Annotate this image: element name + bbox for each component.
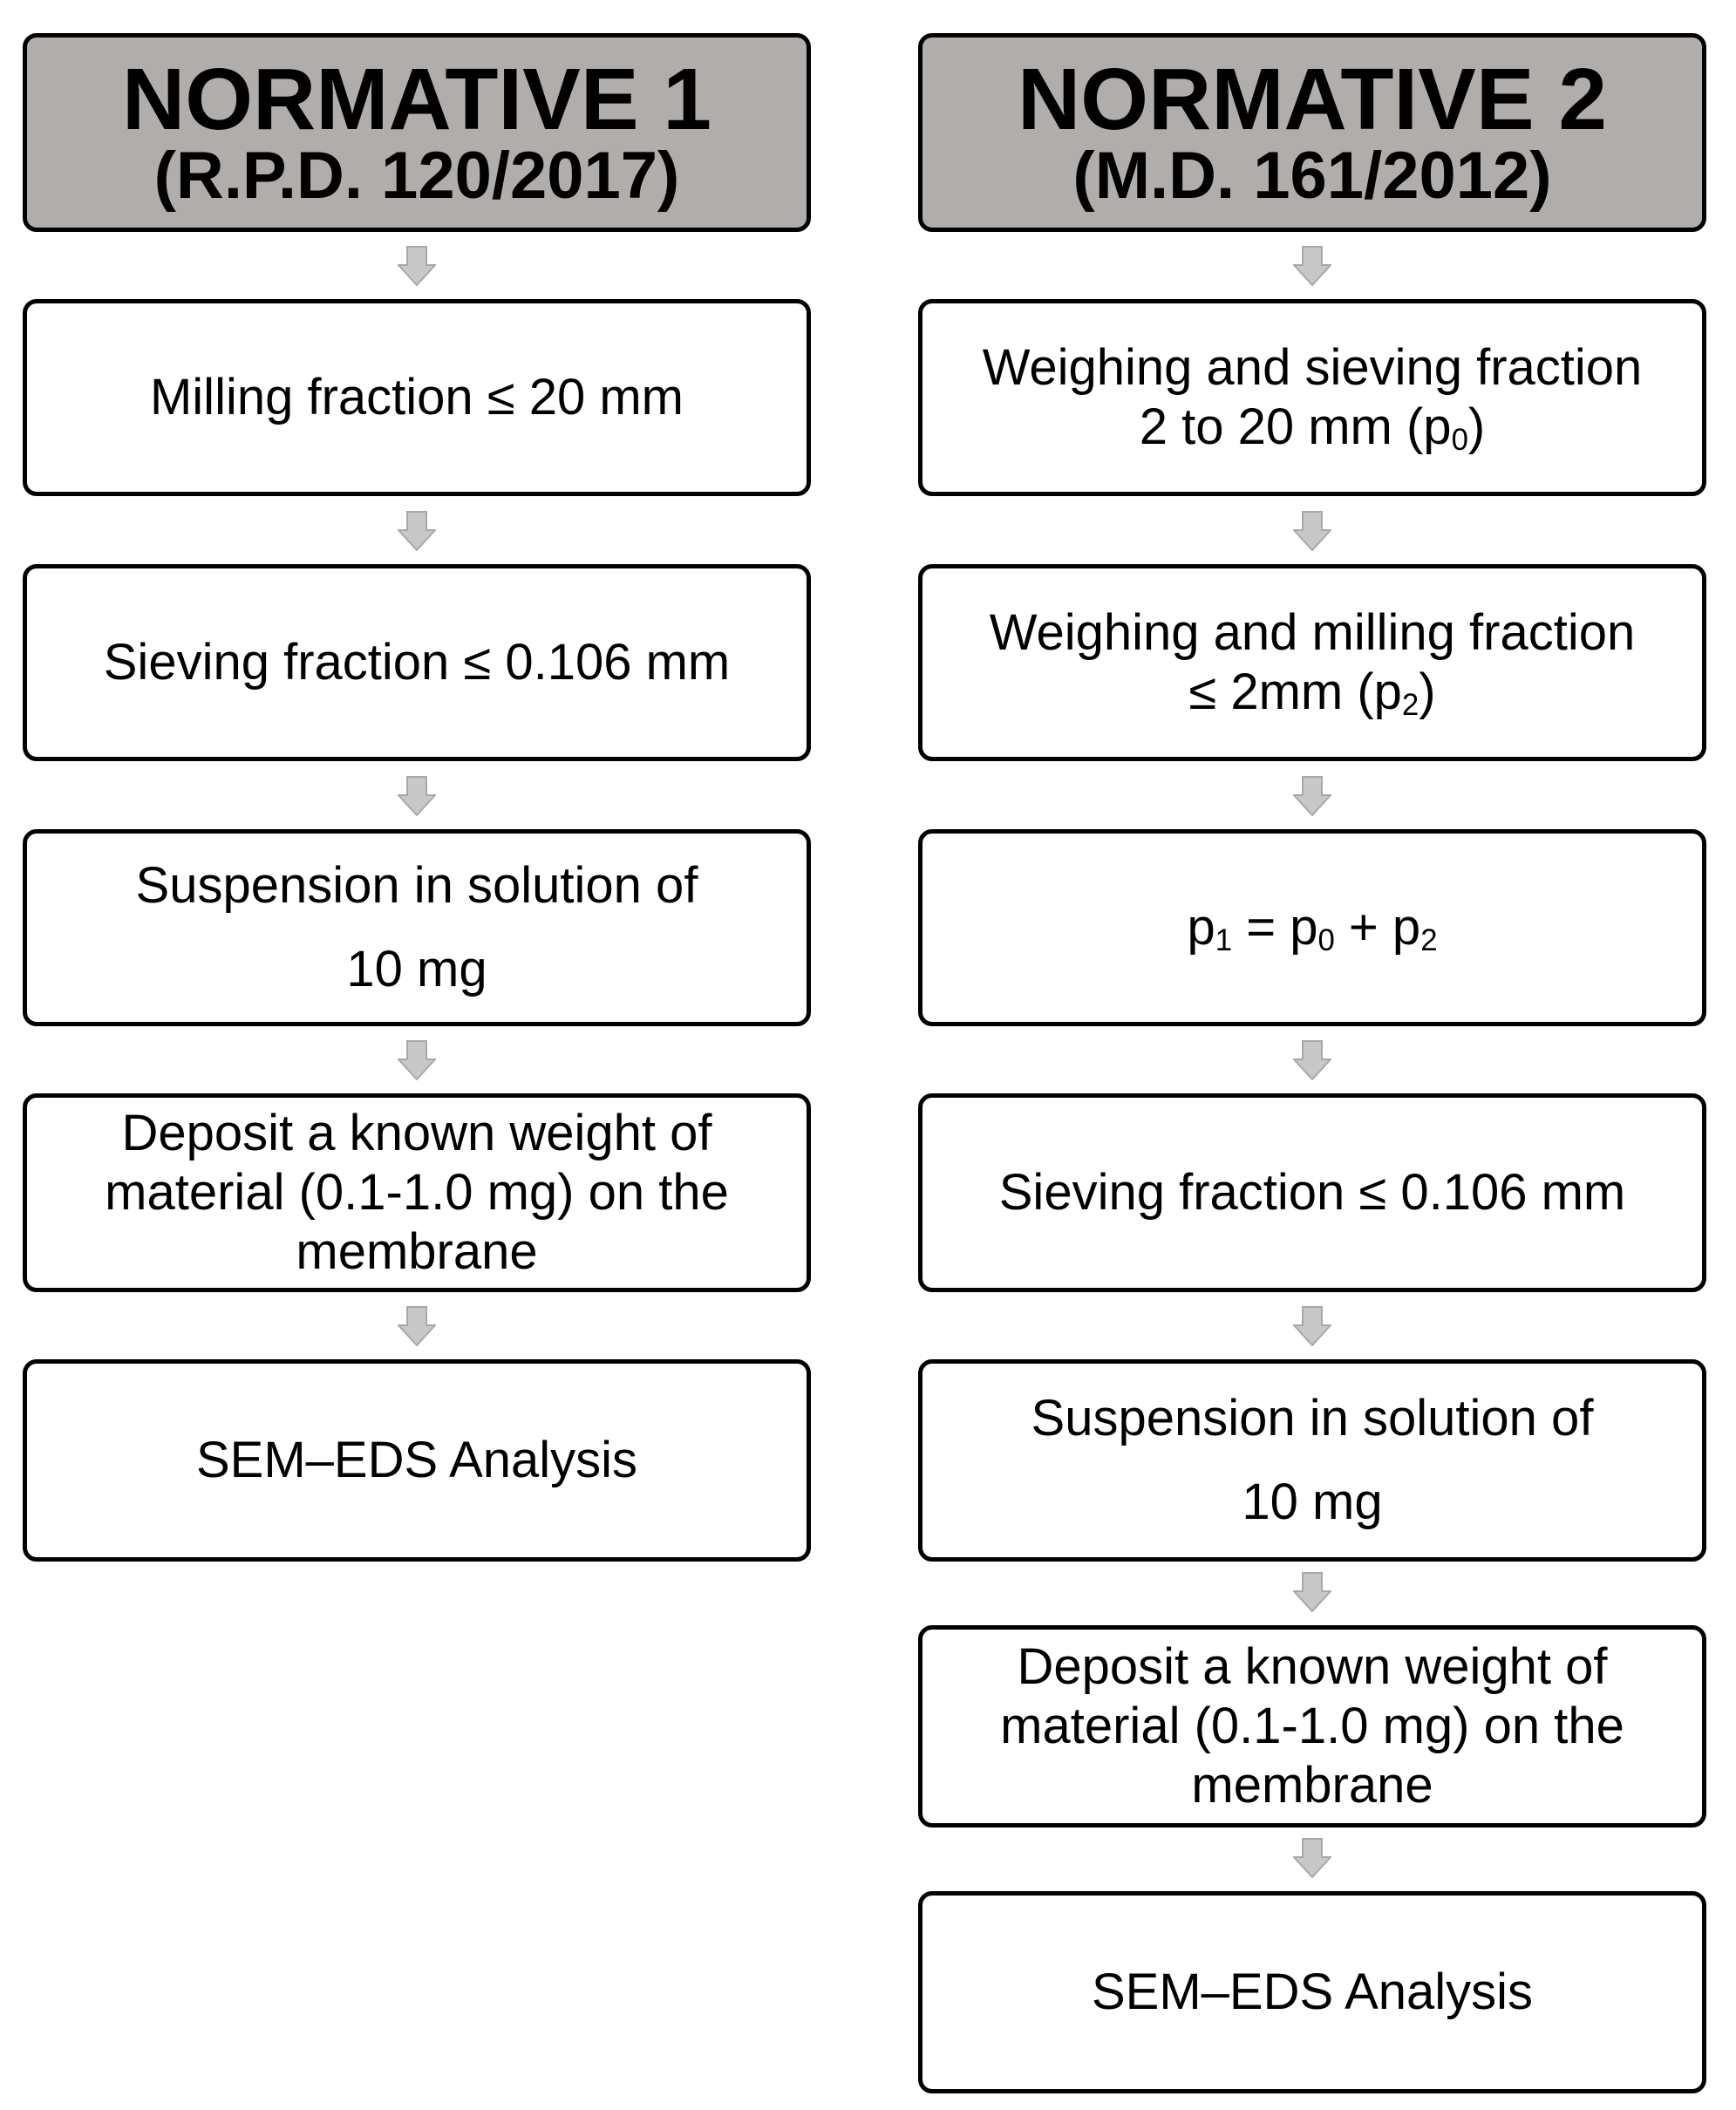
down-arrow-icon xyxy=(398,246,436,286)
n2-step-weigh-mill: Weighing and milling fraction ≤ 2mm (p2) xyxy=(918,564,1706,761)
n1-step-suspension: Suspension in solution of 10 mg xyxy=(23,829,811,1026)
n2-step-sieving: Sieving fraction ≤ 0.106 mm xyxy=(918,1093,1706,1292)
normative-2-subtitle: (M.D. 161/2012) xyxy=(1072,139,1552,213)
n2-step-weigh-mill-line2: ≤ 2mm (p2) xyxy=(1188,664,1436,722)
n2-step-suspension-line1: Suspension in solution of xyxy=(1031,1390,1594,1447)
down-arrow-icon xyxy=(1293,1306,1331,1346)
n2-step-weigh-sieve-line2: 2 to 20 mm (p0) xyxy=(1139,398,1486,457)
n2-step-weigh-mill-line1: Weighing and milling fraction xyxy=(989,604,1636,662)
n2-step-weigh-sieve-line1: Weighing and sieving fraction xyxy=(982,339,1643,397)
normative-1-title: NORMATIVE 1 xyxy=(122,51,711,148)
n2-step-deposit: Deposit a known weight of material (0.1-… xyxy=(918,1625,1706,1828)
n2-step-deposit-line1: Deposit a known weight of xyxy=(1017,1638,1608,1696)
n1-step-suspension-line1: Suspension in solution of xyxy=(135,857,698,915)
down-arrow-icon xyxy=(398,776,436,816)
n2-step-formula: p1 = p0 + p2 xyxy=(918,829,1706,1026)
n2-step-formula-text: p1 = p0 + p2 xyxy=(1187,898,1438,957)
n2-step-weigh-sieve: Weighing and sieving fraction 2 to 20 mm… xyxy=(918,299,1706,496)
down-arrow-icon xyxy=(398,1306,436,1346)
n1-step-sieving-text: Sieving fraction ≤ 0.106 mm xyxy=(103,633,731,691)
n2-step-sieving-text: Sieving fraction ≤ 0.106 mm xyxy=(998,1163,1626,1221)
down-arrow-icon xyxy=(1293,246,1331,286)
n1-step-suspension-line2: 10 mg xyxy=(346,941,487,997)
n2-step-sem-eds-text: SEM–EDS Analysis xyxy=(1091,1963,1534,2020)
n1-step-deposit: Deposit a known weight of material (0.1-… xyxy=(23,1093,811,1292)
down-arrow-icon xyxy=(398,511,436,551)
n1-step-sieving: Sieving fraction ≤ 0.106 mm xyxy=(23,564,811,761)
normative-2-header: NORMATIVE 2 (M.D. 161/2012) xyxy=(918,33,1706,232)
down-arrow-icon xyxy=(398,1040,436,1080)
normative-1-subtitle: (R.P.D. 120/2017) xyxy=(153,139,680,213)
n1-step-deposit-line2: material (0.1-1.0 mg) on the xyxy=(105,1164,729,1222)
n2-step-deposit-line3: membrane xyxy=(1191,1756,1433,1814)
n1-step-deposit-line1: Deposit a known weight of xyxy=(121,1105,712,1162)
normative-1-header: NORMATIVE 1 (R.P.D. 120/2017) xyxy=(23,33,811,232)
down-arrow-icon xyxy=(1293,776,1331,816)
down-arrow-icon xyxy=(1293,1838,1331,1878)
down-arrow-icon xyxy=(1293,1572,1331,1612)
n1-step-milling-text: Milling fraction ≤ 20 mm xyxy=(149,368,684,425)
n2-step-sem-eds: SEM–EDS Analysis xyxy=(918,1891,1706,2093)
n1-step-deposit-line3: membrane xyxy=(296,1222,538,1280)
down-arrow-icon xyxy=(1293,511,1331,551)
n1-step-sem-eds: SEM–EDS Analysis xyxy=(23,1359,811,1562)
n2-step-suspension-line2: 10 mg xyxy=(1242,1474,1383,1530)
n2-step-deposit-line2: material (0.1-1.0 mg) on the xyxy=(1000,1698,1624,1755)
n1-step-milling: Milling fraction ≤ 20 mm xyxy=(23,299,811,496)
normative-2-title: NORMATIVE 2 xyxy=(1018,51,1607,148)
down-arrow-icon xyxy=(1293,1040,1331,1080)
n2-step-suspension: Suspension in solution of 10 mg xyxy=(918,1359,1706,1562)
n1-step-sem-eds-text: SEM–EDS Analysis xyxy=(195,1431,638,1488)
